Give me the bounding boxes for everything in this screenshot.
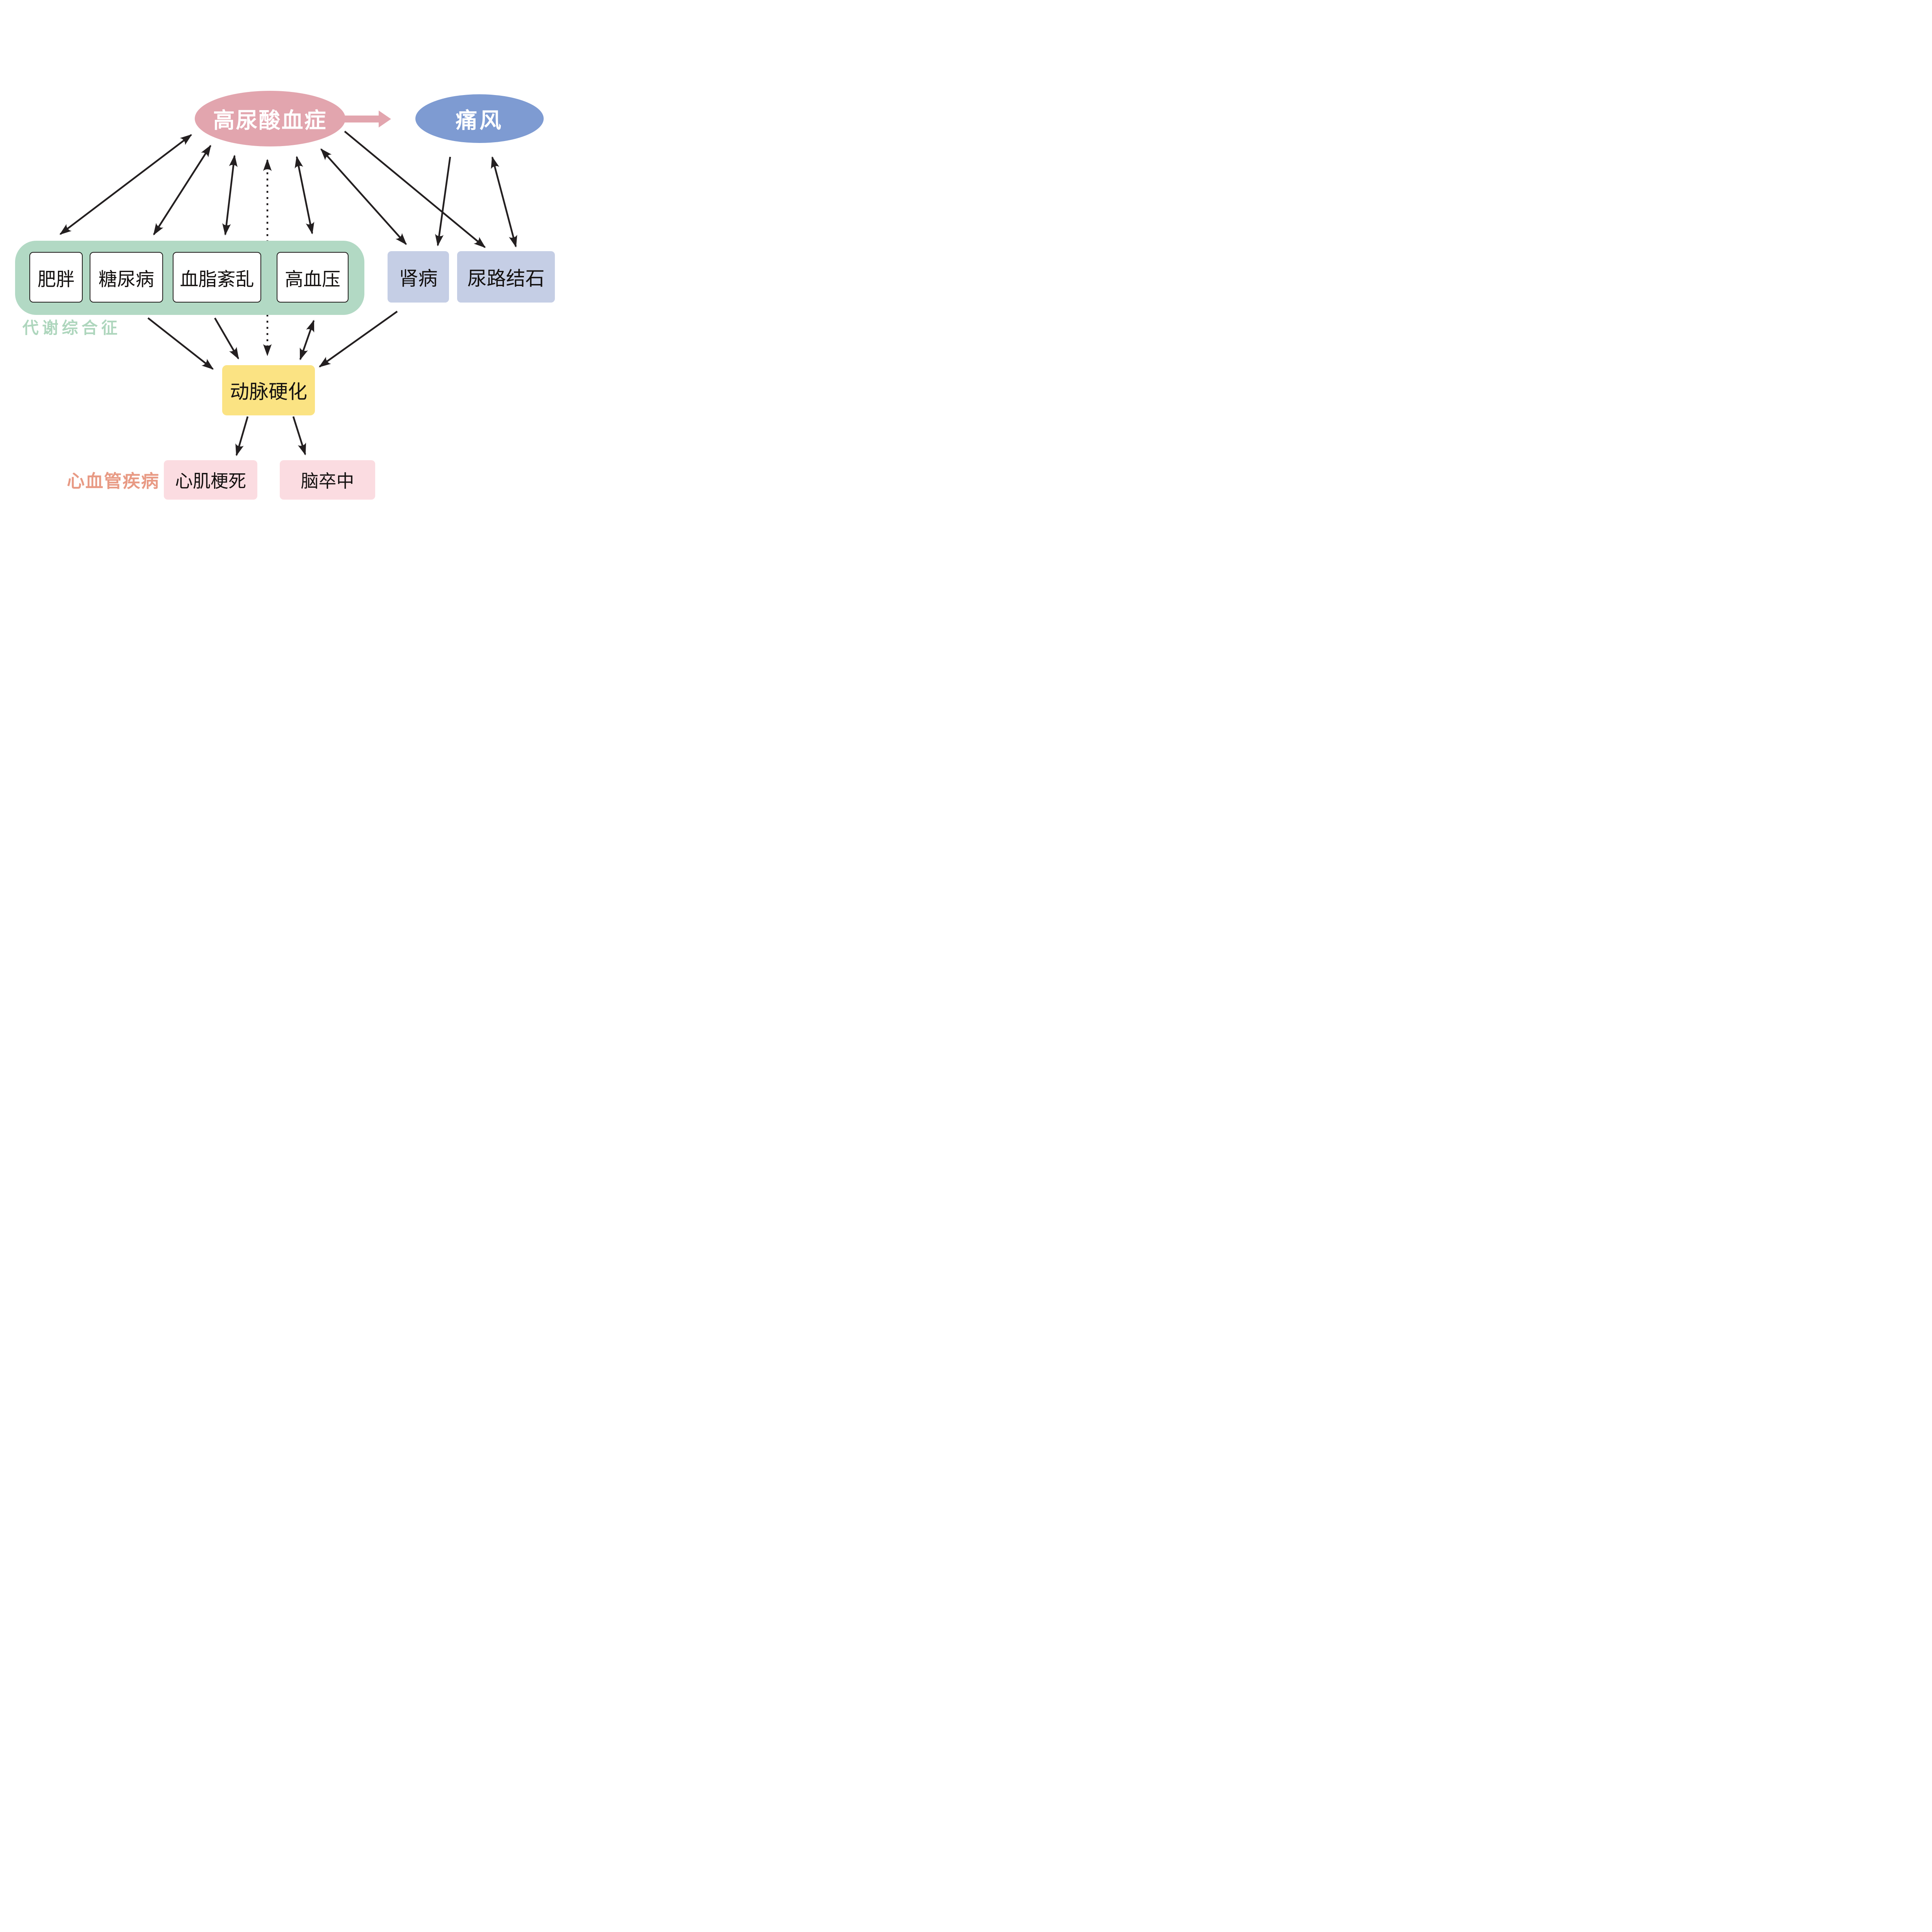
edge-hyperuricemia-stones [344,131,486,248]
node-arteriosclerosis-label: 动脉硬化 [230,381,307,403]
node-dyslipidemia: 血脂紊乱 [173,252,261,303]
node-obesity-label: 肥胖 [37,269,75,290]
node-obesity: 肥胖 [29,252,83,303]
node-hypertension: 高血压 [277,252,349,303]
node-hypertension-label: 高血压 [284,269,340,290]
node-stroke: 脑卒中 [280,460,375,500]
edge-kidney-arteriosclerosis [318,311,398,367]
edge-hyperuricemia-obesity [59,134,192,235]
edge-diabetes-arteriosclerosis [147,317,214,370]
diagram-canvas: 高尿酸血症 痛风 肥胖 糖尿病 血脂紊乱 高血压 代谢综合征 肾病 尿路结石 动… [0,0,570,570]
edge-hyperuricemia-diabetes [153,145,211,236]
node-hyperuricemia-label: 高尿酸血症 [213,108,327,133]
metabolic-syndrome-label: 代谢综合征 [22,318,121,337]
node-stroke-label: 脑卒中 [301,471,354,491]
cardiovascular-disease-label: 心血管疾病 [67,471,160,491]
arrow-layer [59,111,517,456]
edge-arteriosclerosis-mi [235,416,249,456]
edge-hyperuricemia-gout [340,111,391,128]
node-arteriosclerosis: 动脉硬化 [222,365,315,415]
edge-hypertension-arteriosclerosis [299,320,315,361]
node-diabetes: 糖尿病 [90,252,163,303]
node-kidney-disease-label: 肾病 [399,267,438,289]
node-myocardial-infarction-label: 心肌梗死 [175,471,246,491]
edge-hyperuricemia-dyslipidemia [222,155,238,236]
node-gout: 痛风 [415,94,544,143]
edge-arteriosclerosis-stroke [292,416,306,456]
node-urinary-stones: 尿路结石 [457,251,555,303]
node-kidney-disease: 肾病 [388,251,449,303]
edge-gout-stones [491,156,517,248]
node-hyperuricemia: 高尿酸血症 [195,91,345,146]
edge-dyslipidemia-arteriosclerosis [214,317,239,360]
node-diabetes-label: 糖尿病 [98,269,154,290]
node-gout-label: 痛风 [456,108,503,133]
edge-gout-kidney [435,156,451,247]
node-urinary-stones-label: 尿路结石 [467,267,545,289]
node-myocardial-infarction: 心肌梗死 [164,460,257,500]
edge-hyperuricemia-hypertension [294,156,315,235]
node-dyslipidemia-label: 血脂紊乱 [180,269,254,290]
edge-hyperuricemia-kidney [320,148,407,245]
